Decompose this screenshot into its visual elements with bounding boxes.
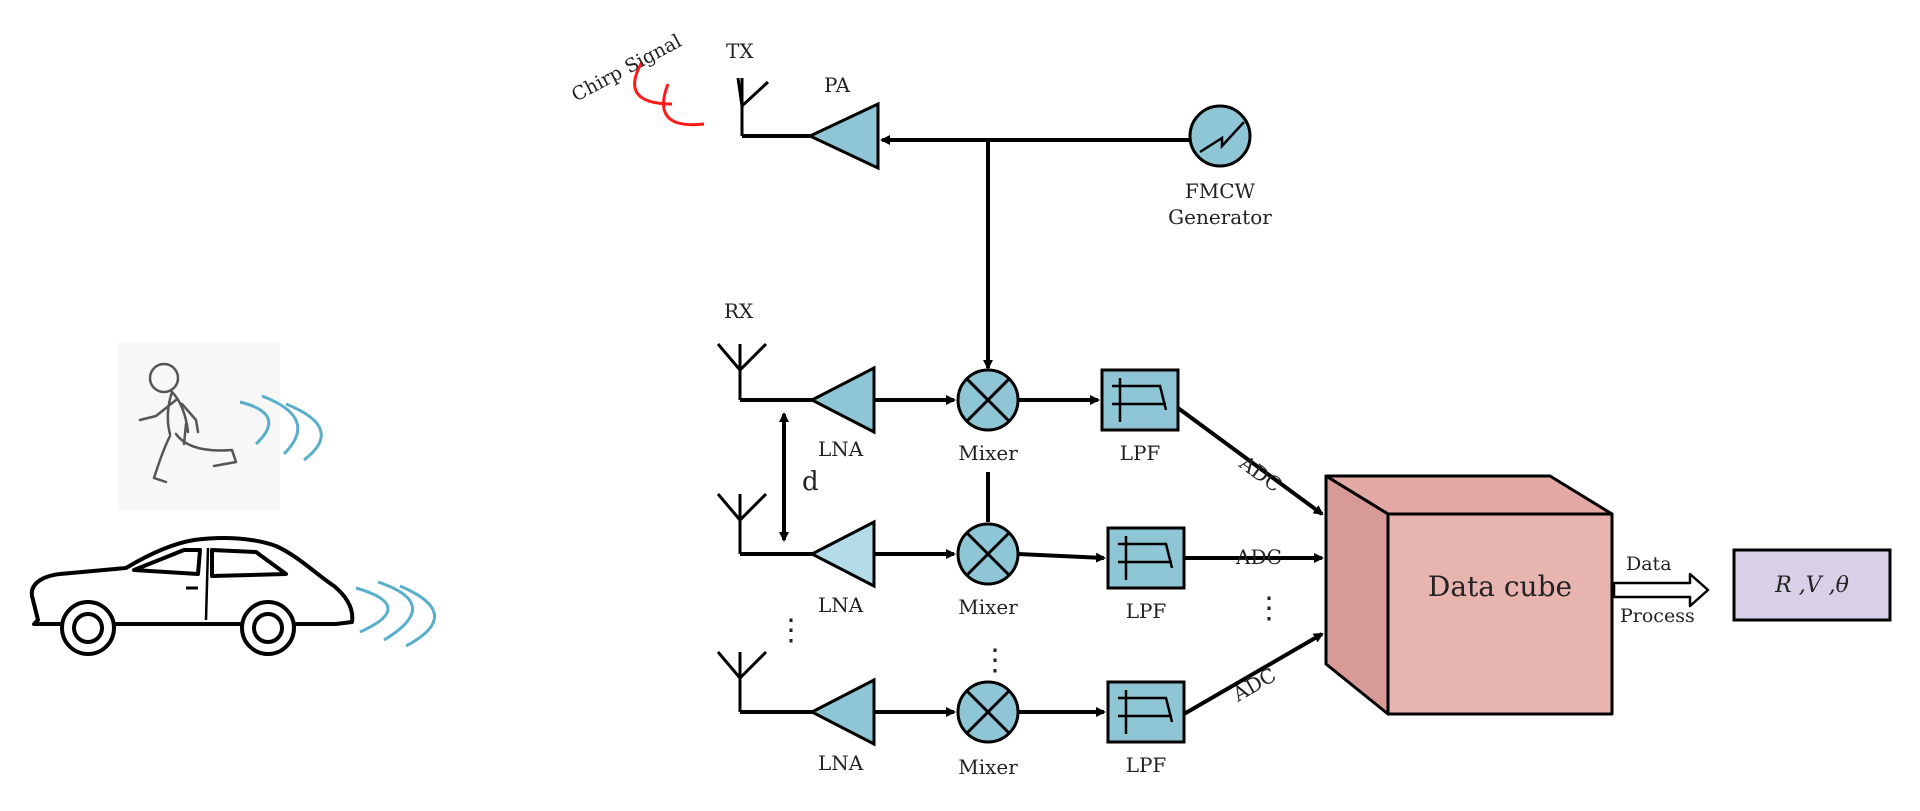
- antenna-spacing-label: d: [802, 467, 819, 497]
- adc2-label: ADC: [1235, 545, 1282, 569]
- data-cube-label: Data cube: [1428, 570, 1572, 603]
- mixern-label: Mixer: [958, 755, 1018, 779]
- rx2-antenna-icon: [716, 492, 768, 554]
- mixer2: [956, 522, 1020, 586]
- tx-label: TX: [726, 39, 754, 63]
- chirp-signal-waves: [633, 61, 705, 127]
- fmcw-label-line1: FMCW: [1185, 179, 1256, 203]
- lna1-amplifier: [808, 365, 876, 435]
- pa-amplifier: [806, 101, 880, 171]
- data-cube-side: [1324, 474, 1390, 716]
- fmcw-generator: FMCW Generator: [1168, 104, 1272, 229]
- lpfn-box: [1106, 680, 1186, 744]
- lowpass-filter-icon: [1112, 378, 1168, 422]
- lpfn-label: LPF: [1126, 753, 1167, 777]
- car-reflection-waves: [355, 580, 437, 648]
- pedestrian-backdrop: [118, 342, 280, 510]
- data-cube: [1324, 474, 1614, 716]
- sawtooth-wave-icon: [1199, 121, 1245, 154]
- multiplier-icon: [965, 377, 1011, 423]
- lpf1-label: LPF: [1120, 441, 1161, 465]
- rxn-antenna-icon: [716, 650, 768, 712]
- adc-ellipsis: ⋮: [1254, 591, 1284, 626]
- pedestrian-target: [118, 342, 323, 510]
- mixer1-label: Mixer: [958, 441, 1018, 465]
- antenna-ellipsis: ⋮: [776, 613, 806, 648]
- rx-label: RX: [724, 299, 754, 323]
- tx-antenna-icon: [736, 77, 770, 136]
- running-person-icon: [138, 362, 238, 484]
- mixer2-to-lpf2-wire: [1017, 552, 1106, 563]
- lna2-label: LNA: [818, 593, 864, 617]
- lnan-label: LNA: [818, 751, 864, 775]
- lpf1: [1100, 368, 1180, 432]
- adcn-label: ADC: [1228, 663, 1281, 707]
- fmcw-label-line2: Generator: [1168, 205, 1272, 229]
- lpf1-to-cube-wire: [1176, 406, 1324, 516]
- car-icon: [29, 536, 355, 656]
- lpfn: [1106, 680, 1186, 744]
- mixern: [956, 680, 1020, 744]
- lpf2-label: LPF: [1126, 599, 1167, 623]
- rx1-antenna-icon: [716, 342, 768, 400]
- lowpass-filter-icon: [1118, 536, 1174, 580]
- lpf2-box: [1106, 526, 1186, 590]
- data-process-label-line2: Process: [1620, 605, 1695, 627]
- data-cube-front: [1386, 512, 1614, 716]
- output-box: [1732, 548, 1892, 622]
- mixer-ellipsis: ⋮: [980, 643, 1010, 678]
- fmcw-generator-circle: [1188, 104, 1252, 168]
- data-process-arrow: [1612, 572, 1710, 608]
- car-target: [29, 536, 437, 656]
- pa-label: PA: [824, 73, 851, 97]
- lowpass-filter-icon: [1118, 690, 1174, 734]
- mixer1: [956, 368, 1020, 432]
- lna1-label: LNA: [818, 437, 864, 461]
- pedestrian-reflection-waves: [239, 394, 323, 462]
- lpf2: [1106, 526, 1186, 590]
- multiplier-icon: [965, 531, 1011, 577]
- lnan-amplifier: [808, 677, 876, 747]
- chirp-signal-label: Chirp Signal: [568, 30, 685, 106]
- lpfn-to-cube-wire: [1182, 632, 1324, 716]
- lpf1-box: [1100, 368, 1180, 432]
- data-process-label-line1: Data: [1626, 553, 1672, 575]
- multiplier-icon: [965, 689, 1011, 735]
- output-label: R ,V ,θ: [1774, 573, 1849, 598]
- lna2-amplifier: [808, 519, 876, 589]
- mixer2-label: Mixer: [958, 595, 1018, 619]
